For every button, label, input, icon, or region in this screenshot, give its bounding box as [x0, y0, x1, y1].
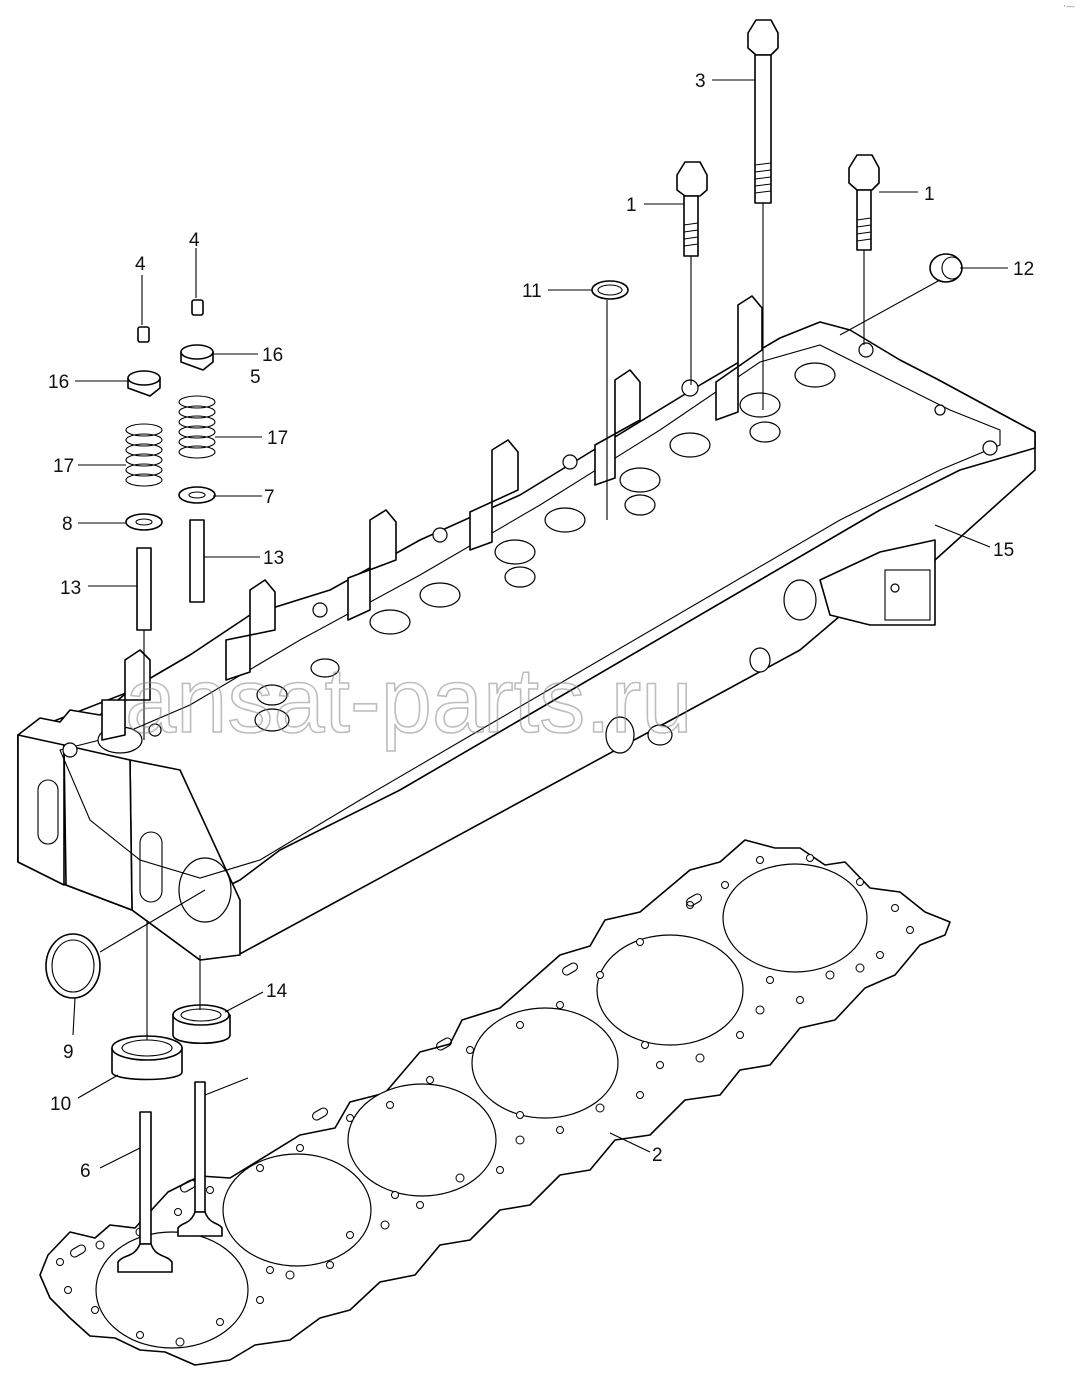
callout-1-right: 1 [924, 184, 935, 205]
callout-13-right: 13 [263, 548, 284, 569]
sealing-ring [45, 933, 101, 999]
callout-17-left: 17 [53, 456, 74, 477]
valve-train-right [178, 299, 216, 603]
assembly-lines [99, 203, 941, 1040]
callout-7: 7 [264, 487, 275, 508]
corner-mark: ·— [1063, 2, 1075, 12]
callout-14: 14 [266, 981, 288, 1002]
callout-1-left: 1 [626, 195, 637, 216]
callout-13-left: 13 [60, 578, 81, 599]
watermark: ansat-parts.ru [125, 650, 693, 752]
valve-train-left [125, 326, 163, 631]
head-gasket [39, 839, 951, 1366]
expansion-plug [929, 253, 963, 283]
head-bolt-left [676, 161, 708, 257]
callout-12: 12 [1013, 259, 1034, 280]
callout-9: 9 [63, 1042, 74, 1063]
callout-2: 2 [652, 1145, 663, 1166]
callout-5: 5 [250, 367, 261, 388]
callout-6: 6 [80, 1161, 91, 1182]
valve-seat-insert-exhaust [111, 1035, 183, 1081]
callout-8: 8 [62, 514, 73, 535]
long-head-bolt [747, 19, 779, 204]
intake-valve [177, 1081, 223, 1237]
callouts: 1 1 2 3 4 4 5 6 7 8 9 10 11 12 13 13 14 … [48, 71, 1034, 1182]
callout-16-right: 16 [262, 345, 283, 366]
callout-17-right: 17 [267, 428, 288, 449]
cup-seal [591, 280, 629, 300]
callout-3: 3 [695, 71, 706, 92]
leader-lines [72, 79, 1008, 1169]
valve-seat-insert-intake [172, 1004, 231, 1044]
cylinder-head [17, 295, 1036, 961]
callout-4-right: 4 [189, 230, 200, 251]
callout-15: 15 [993, 540, 1014, 561]
callout-16-left: 16 [48, 372, 69, 393]
callout-11: 11 [522, 281, 542, 302]
head-bolt-right [848, 154, 880, 251]
callout-4-left: 4 [135, 254, 146, 275]
exhaust-valve [117, 1111, 173, 1273]
callout-10: 10 [50, 1094, 71, 1115]
